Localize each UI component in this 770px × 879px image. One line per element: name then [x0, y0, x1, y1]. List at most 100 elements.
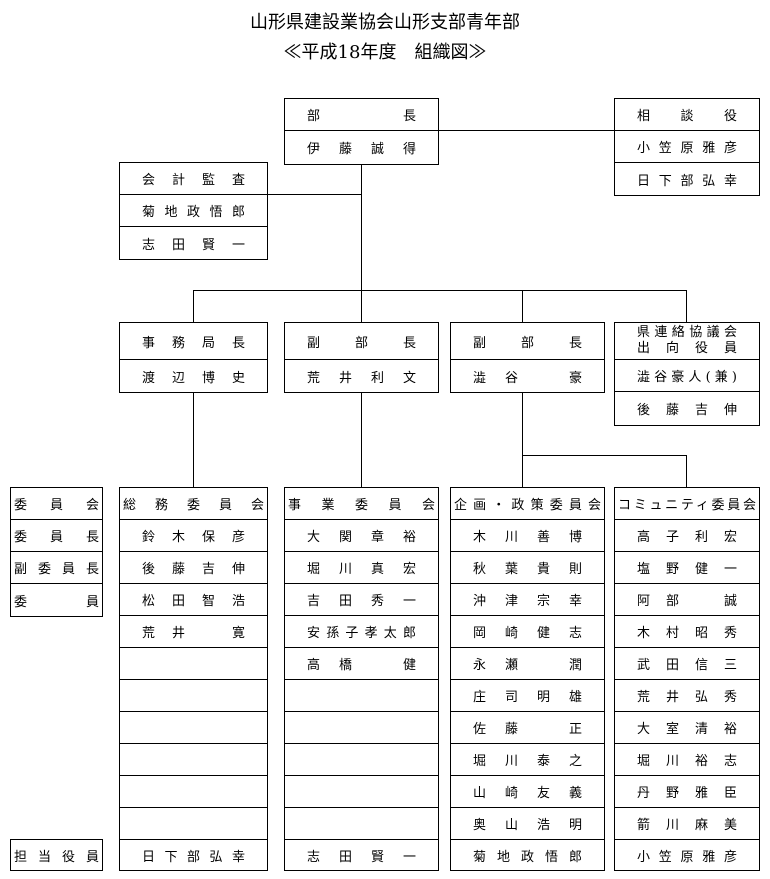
- member-cell: [285, 712, 438, 744]
- member-cell: [120, 776, 267, 808]
- member-name: 高橋 健: [307, 658, 416, 673]
- box-header-cell: 総務委員会: [120, 488, 267, 520]
- org-box-kenren: 県連絡協議会 出向役員澁谷豪人(兼)後藤吉伸: [614, 322, 760, 426]
- member-name: 木川善博: [473, 530, 582, 545]
- member-cell: 後藤吉伸: [615, 392, 759, 425]
- member-cell: [285, 808, 438, 840]
- member-cell: 松田智浩: [120, 584, 267, 616]
- member-cell: 委 員: [11, 584, 102, 616]
- member-name: 岡崎健志: [473, 626, 582, 641]
- member-cell: 鈴木保彦: [120, 520, 267, 552]
- member-name: 庄司明雄: [473, 690, 582, 705]
- member-cell: 菊地政悟郎: [451, 840, 604, 870]
- member-name: 武田信三: [637, 658, 737, 673]
- member-name: 澁谷豪人(兼): [637, 370, 737, 385]
- role-label: 副 部 長: [307, 335, 416, 351]
- role-label: 事業委員会: [288, 498, 435, 513]
- member-cell: 奥山浩明: [451, 808, 604, 840]
- connector-line: [522, 290, 523, 322]
- member-cell: 永瀬 潤: [451, 648, 604, 680]
- member-cell: 庄司明雄: [451, 680, 604, 712]
- box-header-cell: 副 部 長: [285, 323, 438, 360]
- member-name: 堀川泰之: [473, 754, 582, 769]
- member-cell: 安孫子孝太郎: [285, 616, 438, 648]
- member-cell: 木村昭秀: [615, 616, 759, 648]
- member-name: 荒井弘秀: [637, 690, 737, 705]
- member-name: 後藤吉伸: [637, 403, 737, 418]
- org-box-kaikei-kansa: 会計監査菊地政悟郎志田賢一: [119, 162, 268, 260]
- box-header-cell: 副 部 長: [451, 323, 604, 360]
- member-name: 塩野健一: [637, 562, 737, 577]
- connector-line: [361, 290, 362, 322]
- member-cell: 丹野雅臣: [615, 776, 759, 808]
- member-cell: 箭川麻美: [615, 808, 759, 840]
- member-name: 丹野雅臣: [637, 786, 737, 801]
- member-cell: 堀川真宏: [285, 552, 438, 584]
- member-name: 高子利宏: [637, 530, 737, 545]
- member-cell: 大関章裕: [285, 520, 438, 552]
- role-label: 事務局長: [142, 335, 245, 351]
- document-subtitle: ≪平成18年度 組織図≫: [283, 42, 487, 63]
- member-cell: [120, 680, 267, 712]
- member-cell: 荒井利文: [285, 360, 438, 392]
- role-label: 担当役員: [14, 849, 99, 865]
- org-box-jimukyokucho: 事務局長渡辺博史: [119, 322, 268, 393]
- member-name: 後藤吉伸: [142, 562, 245, 577]
- member-cell: 伊藤誠得: [285, 131, 438, 164]
- connector-line: [361, 163, 362, 290]
- member-cell: [120, 712, 267, 744]
- box-header-cell: 担当役員: [11, 840, 102, 870]
- member-cell: 小笠原雅彦: [615, 131, 759, 163]
- member-name: 大関章裕: [307, 530, 416, 545]
- member-cell: 高子利宏: [615, 520, 759, 552]
- role-label: 総務委員会: [123, 498, 264, 513]
- member-name: 日下部弘幸: [142, 849, 245, 865]
- member-cell: 志田賢一: [120, 227, 267, 259]
- member-name: 大室清裕: [637, 722, 737, 737]
- member-cell: 佐藤 正: [451, 712, 604, 744]
- member-cell: 堀川泰之: [451, 744, 604, 776]
- member-cell: 日下部弘幸: [615, 163, 759, 195]
- member-name: 松田智浩: [142, 594, 245, 609]
- box-header-cell: 相談役: [615, 99, 759, 131]
- member-name: 堀川裕志: [637, 754, 737, 769]
- member-cell: [285, 776, 438, 808]
- org-box-sodanyaku: 相談役小笠原雅彦日下部弘幸: [614, 98, 760, 196]
- box-header-cell: コミュニティ委員会: [615, 488, 759, 520]
- member-name: 箭川麻美: [637, 818, 737, 833]
- org-box-jigyo: 事業委員会大関章裕堀川真宏吉田秀一安孫子孝太郎高橋 健志田賢一: [284, 487, 439, 871]
- role-label: 委 員 会: [14, 498, 99, 513]
- member-name: 堀川真宏: [307, 562, 416, 577]
- org-box-somu: 総務委員会鈴木保彦後藤吉伸松田智浩荒井 寛日下部弘幸: [119, 487, 268, 871]
- member-cell: 武田信三: [615, 648, 759, 680]
- member-name: 志田賢一: [142, 237, 245, 253]
- role-label: 会計監査: [142, 173, 245, 188]
- member-cell: 阿部 誠: [615, 584, 759, 616]
- role-label: 企画・政策委員会: [454, 498, 601, 513]
- member-name: 安孫子孝太郎: [307, 626, 416, 641]
- org-box-kikaku: 企画・政策委員会木川善博秋葉貴則沖津宗幸岡崎健志永瀬 潤庄司明雄佐藤 正堀川泰之…: [450, 487, 605, 871]
- member-cell: 志田賢一: [285, 840, 438, 870]
- member-cell: [120, 744, 267, 776]
- member-cell: 渡辺博史: [120, 360, 267, 392]
- member-name: 委 員: [14, 594, 99, 610]
- member-cell: 澁谷豪人(兼): [615, 360, 759, 392]
- member-name: 菊地政悟郎: [142, 205, 245, 220]
- member-name: 荒井 寛: [142, 626, 245, 641]
- member-name: 澁谷 豪: [473, 370, 582, 386]
- org-box-fukubucho-2: 副 部 長澁谷 豪: [450, 322, 605, 393]
- box-header-cell: 事業委員会: [285, 488, 438, 520]
- connector-line: [193, 290, 194, 322]
- role-label: 相談役: [637, 109, 737, 124]
- member-name: 阿部 誠: [637, 594, 737, 609]
- member-cell: 日下部弘幸: [120, 840, 267, 870]
- member-name: 委 員 長: [14, 530, 99, 545]
- member-cell: [285, 744, 438, 776]
- connector-line: [522, 455, 687, 456]
- member-name: 志田賢一: [307, 849, 416, 865]
- connector-line: [193, 391, 194, 487]
- member-cell: 荒井弘秀: [615, 680, 759, 712]
- member-cell: 岡崎健志: [451, 616, 604, 648]
- document-title: 山形県建設業協会山形支部青年部: [250, 12, 520, 33]
- connector-line: [438, 130, 614, 131]
